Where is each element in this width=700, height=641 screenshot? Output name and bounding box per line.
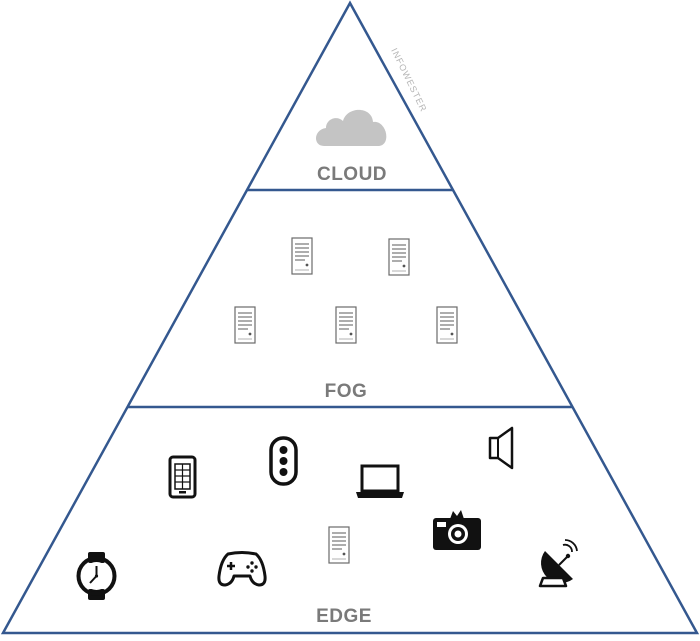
- smartphone-icon: [168, 455, 197, 499]
- server-icon: [388, 238, 410, 276]
- speaker-icon: [488, 426, 514, 470]
- cloud-icon: [315, 109, 387, 146]
- server-icon: [234, 306, 256, 344]
- fog-layer: FOG: [234, 237, 458, 402]
- smartwatch-icon: [76, 552, 117, 600]
- laptop-icon: [356, 464, 404, 498]
- server-icon: [335, 306, 357, 344]
- camera-icon: [433, 510, 481, 550]
- cloud-layer-label: CLOUD: [317, 164, 387, 185]
- gamepad-icon: [217, 551, 267, 587]
- traffic-light-icon: [269, 436, 298, 486]
- server-icon: [291, 237, 313, 275]
- edge-layer: EDGE: [76, 426, 578, 627]
- cloud-layer: CLOUD: [315, 109, 387, 185]
- edge-layer-label: EDGE: [316, 606, 372, 627]
- server-icon: [328, 526, 350, 564]
- satellite-dish-icon: [538, 539, 578, 588]
- server-icon: [436, 306, 458, 344]
- fog-layer-label: FOG: [325, 381, 368, 402]
